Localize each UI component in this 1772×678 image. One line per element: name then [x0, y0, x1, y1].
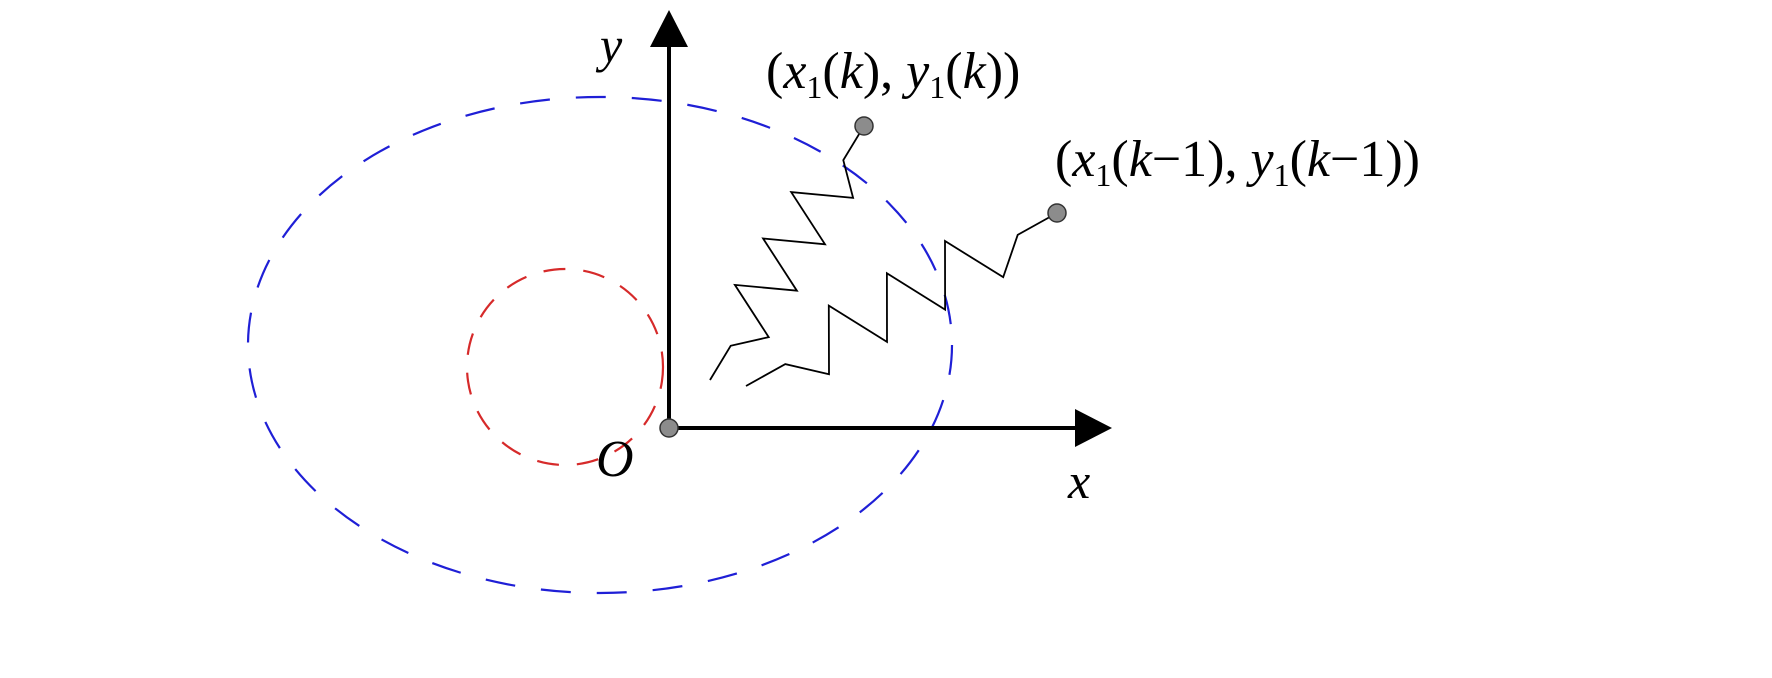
inner-dashed-circle [465, 267, 665, 467]
x-axis-arrowhead [1075, 409, 1112, 447]
spring-previous [745, 212, 1058, 387]
origin-point [659, 418, 679, 438]
spring-current [709, 125, 865, 381]
point-previous [1047, 203, 1067, 223]
point-current [854, 116, 874, 136]
x-axis-label: x [1067, 453, 1090, 509]
point-current-label: (x1(k), y1(k)) [766, 43, 1020, 105]
origin-label: O [596, 431, 634, 488]
y-axis-label: y [595, 17, 623, 73]
point-previous-label: (x1(k−1), y1(k−1)) [1055, 131, 1420, 193]
outer-dashed-circle [246, 95, 954, 595]
y-axis-arrowhead [650, 10, 688, 47]
